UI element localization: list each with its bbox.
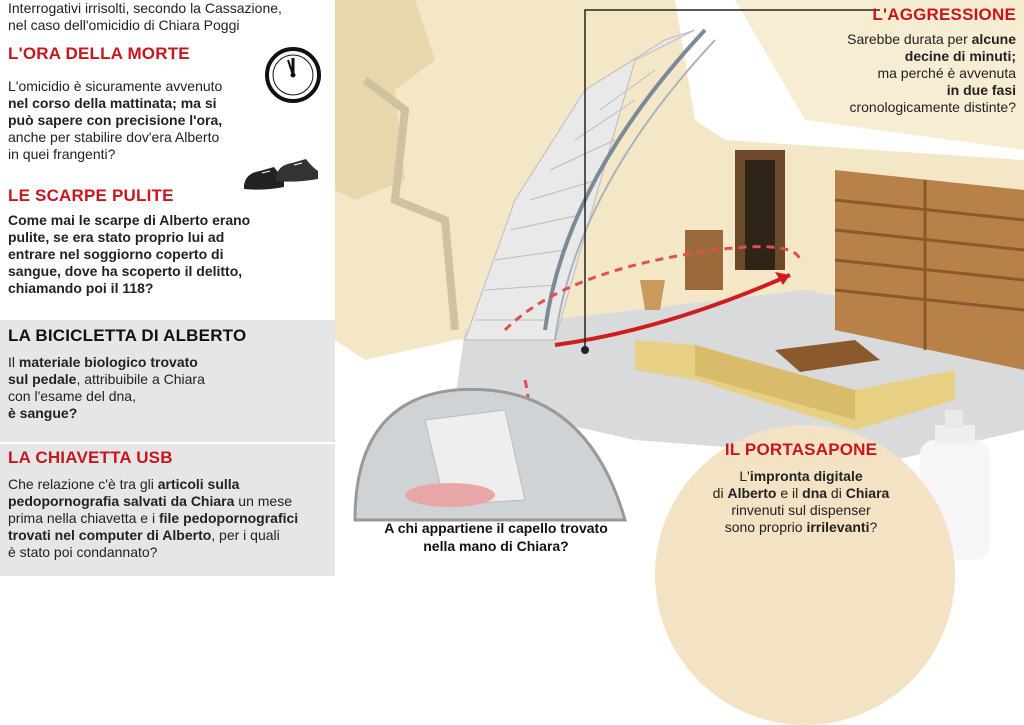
aggressione-text: in due fasi	[946, 82, 1016, 98]
shoes-icon	[244, 159, 318, 190]
usb-block: LA CHIAVETTA USB Che relazione c'è tra g…	[0, 444, 335, 576]
aggressione-text: Sarebbe durata per	[847, 31, 972, 47]
bici-text: Il	[8, 354, 19, 370]
basement-cutaway	[353, 387, 627, 522]
bici-text: è sangue?	[8, 405, 78, 421]
ora-text: nel corso della mattinata; ma si	[8, 95, 217, 111]
scarpe-text: chiamando poi il 118?	[8, 280, 154, 296]
aggressione-title: L'AGGRESSIONE	[872, 5, 1016, 24]
scarpe-block: LE SCARPE PULITE Come mai le scarpe di A…	[0, 186, 335, 297]
portasapone-text: sono proprio	[724, 519, 807, 535]
scarpe-text: Come mai le scarpe di Alberto erano	[8, 212, 251, 228]
intro-line: nel caso dell'omicidio di Chiara Poggi	[8, 17, 240, 33]
usb-title: LA CHIAVETTA USB	[8, 448, 173, 467]
ora-text: può sapere con precisione l'ora,	[8, 112, 223, 128]
portasapone-text: impronta digitale	[749, 468, 863, 484]
portasapone-note: IL PORTASAPONE L'impronta digitale di Al…	[660, 440, 942, 536]
portasapone-title: IL PORTASAPONE	[724, 440, 878, 459]
ora-text: in quei frangenti?	[8, 146, 116, 162]
ora-title: L'ORA DELLA MORTE	[8, 44, 190, 63]
bici-text: , attribuibile a Chiara	[76, 371, 205, 387]
scarpe-text: pulite, se era stato proprio lui ad	[8, 229, 225, 245]
left-column: Interrogativi irrisolti, secondo la Cass…	[0, 0, 335, 576]
portasapone-text: dna	[802, 485, 828, 501]
intro-block: Interrogativi irrisolti, secondo la Cass…	[0, 0, 335, 34]
portasapone-text: Chiara	[845, 485, 890, 501]
aggressione-text: decine di minuti;	[904, 48, 1016, 64]
clock-icon	[265, 47, 321, 103]
capello-text: A chi appartiene il capello trovato	[384, 520, 608, 536]
usb-text: file pedopornografici	[158, 510, 299, 526]
ora-block: L'ORA DELLA MORTE L'omicidio è sicuramen…	[0, 44, 335, 163]
aggressione-text: alcune	[971, 31, 1016, 47]
portasapone-text: Alberto	[727, 485, 777, 501]
portasapone-text: irrilevanti	[806, 519, 870, 535]
portasapone-text: rinvenuti sul dispenser	[731, 502, 871, 518]
bookshelf	[834, 170, 1024, 370]
capello-text: nella mano di Chiara?	[423, 538, 569, 554]
aggressione-note: L'AGGRESSIONE Sarebbe durata per alcune …	[756, 5, 1016, 116]
usb-text: , per i quali	[211, 527, 280, 543]
capello-caption: A chi appartiene il capello trovato nell…	[356, 519, 636, 555]
usb-text: prima nella chiavetta e i	[8, 510, 159, 526]
scarpe-text: entrare nel soggiorno coperto di	[8, 246, 224, 262]
bici-title: LA BICICLETTA DI ALBERTO	[8, 326, 247, 345]
intro-line: Interrogativi irrisolti, secondo la Cass…	[8, 0, 282, 16]
usb-text: è stato poi condannato?	[8, 544, 158, 560]
aggressione-text: ma perché è avvenuta	[877, 65, 1016, 81]
usb-text: pedopornografia salvati da Chiara	[8, 493, 235, 509]
bici-text: con l'esame del dna,	[8, 388, 136, 404]
portasapone-text: e il	[776, 485, 803, 501]
scarpe-title: LE SCARPE PULITE	[8, 186, 174, 205]
usb-text: un mese	[234, 493, 292, 509]
portasapone-text: ?	[869, 519, 878, 535]
staircase	[464, 28, 716, 341]
ora-text: L'omicidio è sicuramente avvenuto	[8, 78, 223, 94]
bici-text: sul pedale	[8, 371, 77, 387]
portasapone-text: di	[827, 485, 846, 501]
usb-text: Che relazione c'è tra gli	[8, 476, 158, 492]
usb-text: articoli sulla	[157, 476, 240, 492]
portasapone-text: di	[712, 485, 728, 501]
scarpe-text: sangue, dove ha scoperto il delitto,	[8, 263, 243, 279]
bici-text: materiale biologico trovato	[18, 354, 198, 370]
ora-text: anche per stabilire dov'era Alberto	[8, 129, 220, 145]
sofa	[635, 340, 955, 430]
bici-block: LA BICICLETTA DI ALBERTO Il materiale bi…	[0, 320, 335, 442]
usb-text: trovati nel computer di Alberto	[8, 527, 212, 543]
portasapone-text: L'	[739, 468, 750, 484]
aggressione-text: cronologicamente distinte?	[849, 99, 1016, 115]
